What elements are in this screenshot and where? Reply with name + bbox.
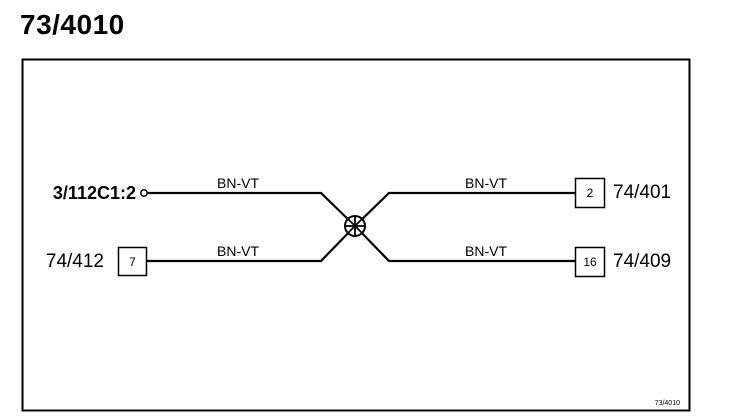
diagram-title: 73/4010 <box>20 9 125 40</box>
right-bottom-label: 74/409 <box>613 251 671 272</box>
wire-group <box>147 191 575 263</box>
pin-number-right-bottom: 16 <box>583 255 597 269</box>
wire-top-right <box>354 191 575 227</box>
pin-number-right-top: 2 <box>587 186 594 200</box>
pin-box-left-bottom <box>117 246 148 277</box>
pin-box-right-top <box>574 177 606 209</box>
right-top-label: 74/401 <box>613 182 671 203</box>
left-bottom-label: 74/412 <box>46 251 104 272</box>
footer-reference: 73/4010 <box>655 400 680 407</box>
wire-label-bottom-left: BN-VT <box>217 243 259 259</box>
left-connector-label: 3/112C1:2 <box>53 183 136 203</box>
splice-icon <box>344 215 366 237</box>
pin-box-right-bottom <box>574 246 606 278</box>
wire-label-top-left: BN-VT <box>217 175 259 191</box>
pin-number-left-bottom: 7 <box>129 255 136 269</box>
wire-top-left <box>147 191 356 227</box>
diagram-frame <box>21 58 691 412</box>
wire-bottom-left <box>147 225 356 263</box>
wire-label-top-right: BN-VT <box>465 175 507 191</box>
wire-label-bottom-right: BN-VT <box>465 243 507 259</box>
terminal-circle-icon <box>140 189 148 197</box>
wire-bottom-right <box>354 225 575 263</box>
